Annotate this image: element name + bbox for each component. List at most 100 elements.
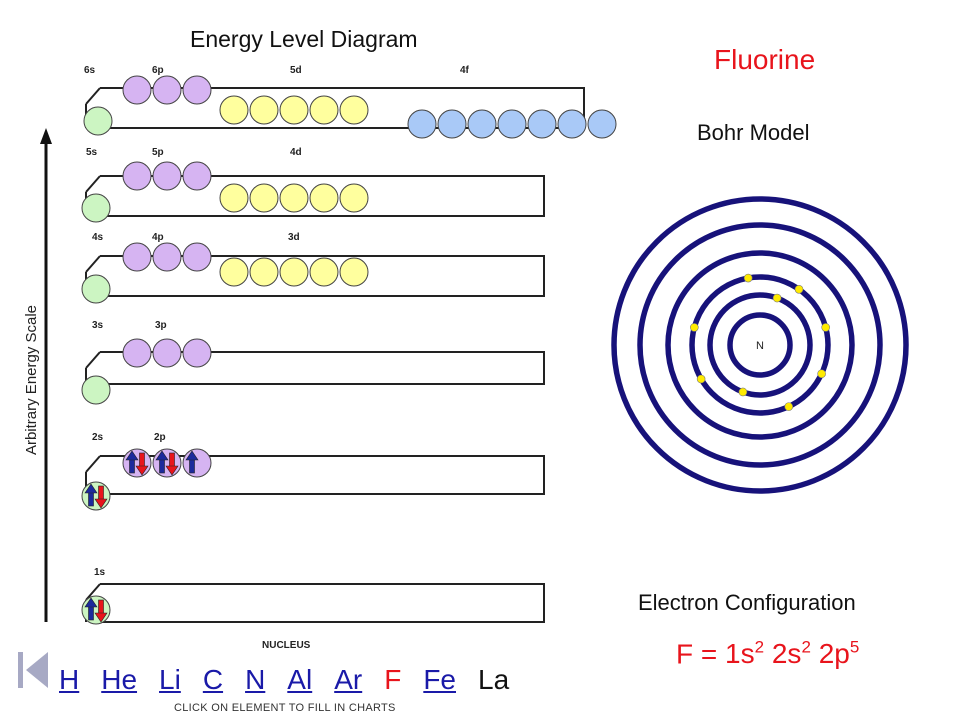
bohr-shell-5 <box>637 222 883 468</box>
bohr-shell-3 <box>689 274 831 416</box>
orbital-4d-2 <box>249 183 279 213</box>
bohr-electron <box>772 293 782 303</box>
axis-label: Arbitrary Energy Scale <box>23 305 40 455</box>
sublevel-label-2p: 2p <box>154 432 166 443</box>
orbital-4f-6 <box>557 109 587 139</box>
bohr-model-title: Bohr Model <box>697 120 810 145</box>
config-term-2s: 2s2 <box>771 638 811 670</box>
orbital-3s-1 <box>81 375 111 405</box>
orbital-3d-3 <box>279 257 309 287</box>
bohr-electron <box>794 284 804 294</box>
orbital-4p-1 <box>122 242 152 272</box>
orbital-5d-2 <box>249 95 279 125</box>
bohr-electron <box>784 402 794 411</box>
sublevel-label-3d: 3d <box>288 232 300 243</box>
electron-spin-down-arrow <box>165 452 179 476</box>
orbital-6s-1 <box>83 106 113 136</box>
orbital-1s-1 <box>81 595 111 625</box>
orbital-3p-3 <box>182 338 212 368</box>
sublevel-label-6p: 6p <box>152 65 164 76</box>
orbital-6p-2 <box>152 75 182 105</box>
electron-spin-up-arrow <box>125 450 139 474</box>
sublevel-label-4f: 4f <box>460 65 470 76</box>
electron-spin-up-arrow <box>155 450 169 474</box>
energy-axis-arrowhead <box>40 128 52 144</box>
orbital-5d-3 <box>279 95 309 125</box>
bohr-electron <box>690 323 699 332</box>
orbital-2p-1 <box>122 448 152 478</box>
sublevel-label-4s: 4s <box>92 232 104 243</box>
orbital-3p-1 <box>122 338 152 368</box>
orbital-5p-2 <box>152 161 182 191</box>
element-button-ar[interactable]: Ar <box>334 664 363 695</box>
bohr-shell-1 <box>727 312 793 378</box>
config-equals: = <box>693 638 726 670</box>
config-symbol: F <box>676 638 694 670</box>
sublevel-label-5p: 5p <box>152 147 164 158</box>
orbital-3d-1 <box>219 257 249 287</box>
orbital-4f-2 <box>437 109 467 139</box>
config-term-2p: 2p5 <box>818 638 860 670</box>
orbital-4f-4 <box>497 109 527 139</box>
sublevel-label-3s: 3s <box>92 320 104 331</box>
sublevel-label-4p: 4p <box>152 232 164 243</box>
energy-level-3: 4s 4p 3d <box>81 232 545 304</box>
element-button-n[interactable]: N <box>245 664 266 695</box>
energy-level-5: 2s 2p <box>81 432 545 511</box>
element-button-f[interactable]: F <box>384 664 402 695</box>
element-button-la[interactable]: La <box>478 664 510 695</box>
electron-spin-up-arrow <box>185 450 199 474</box>
element-button-fe[interactable]: Fe <box>423 664 456 695</box>
sublevel-label-2s: 2s <box>92 432 104 443</box>
orbital-4f-3 <box>467 109 497 139</box>
orbital-4p-3 <box>182 242 212 272</box>
element-button-al[interactable]: Al <box>287 664 313 695</box>
orbital-2p-2 <box>152 448 182 478</box>
bohr-electron <box>817 369 826 379</box>
electron-configuration-formula: F = 1s2 2s2 2p5 <box>676 638 859 670</box>
orbital-5p-3 <box>182 161 212 191</box>
orbital-4p-2 <box>152 242 182 272</box>
first-slide-icon[interactable] <box>16 650 50 695</box>
sublevel-label-4d: 4d <box>290 147 302 158</box>
orbital-4f-7 <box>587 109 617 139</box>
electron-spin-down-arrow <box>135 452 149 476</box>
orbital-3d-5 <box>339 257 369 287</box>
orbital-5p-1 <box>122 161 152 191</box>
bohr-electron <box>696 374 706 384</box>
orbital-4f-1 <box>407 109 437 139</box>
orbital-5d-4 <box>309 95 339 125</box>
diagram-title: Energy Level Diagram <box>190 26 418 52</box>
orbital-3p-2 <box>152 338 182 368</box>
orbital-4d-1 <box>219 183 249 213</box>
sublevel-label-3p: 3p <box>155 320 167 331</box>
orbital-4f-5 <box>527 109 557 139</box>
element-button-h[interactable]: H <box>59 664 80 695</box>
bohr-model: N <box>611 196 909 494</box>
energy-level-box <box>85 583 545 623</box>
bohr-shell-2 <box>707 292 813 398</box>
element-button-li[interactable]: Li <box>159 664 181 695</box>
orbital-5d-1 <box>219 95 249 125</box>
bohr-shell-4 <box>665 250 855 440</box>
bohr-nucleus-label: N <box>756 340 764 352</box>
electron-configuration-title: Electron Configuration <box>638 590 856 615</box>
energy-axis: Arbitrary Energy Scale <box>23 128 52 622</box>
orbital-4d-3 <box>279 183 309 213</box>
electron-spin-up-arrow <box>84 483 98 507</box>
orbital-4s-1 <box>81 274 111 304</box>
element-button-he[interactable]: He <box>101 664 138 695</box>
orbital-2s-1 <box>81 481 111 511</box>
energy-level-6: 1s <box>81 567 545 625</box>
element-button-c[interactable]: C <box>202 664 224 695</box>
sublevel-label-5d: 5d <box>290 65 302 76</box>
element-name: Fluorine <box>714 44 816 75</box>
sublevel-label-5s: 5s <box>86 147 98 158</box>
orbital-3d-2 <box>249 257 279 287</box>
orbital-4d-4 <box>309 183 339 213</box>
electron-spin-down-arrow <box>94 599 108 623</box>
orbital-5s-1 <box>81 193 111 223</box>
